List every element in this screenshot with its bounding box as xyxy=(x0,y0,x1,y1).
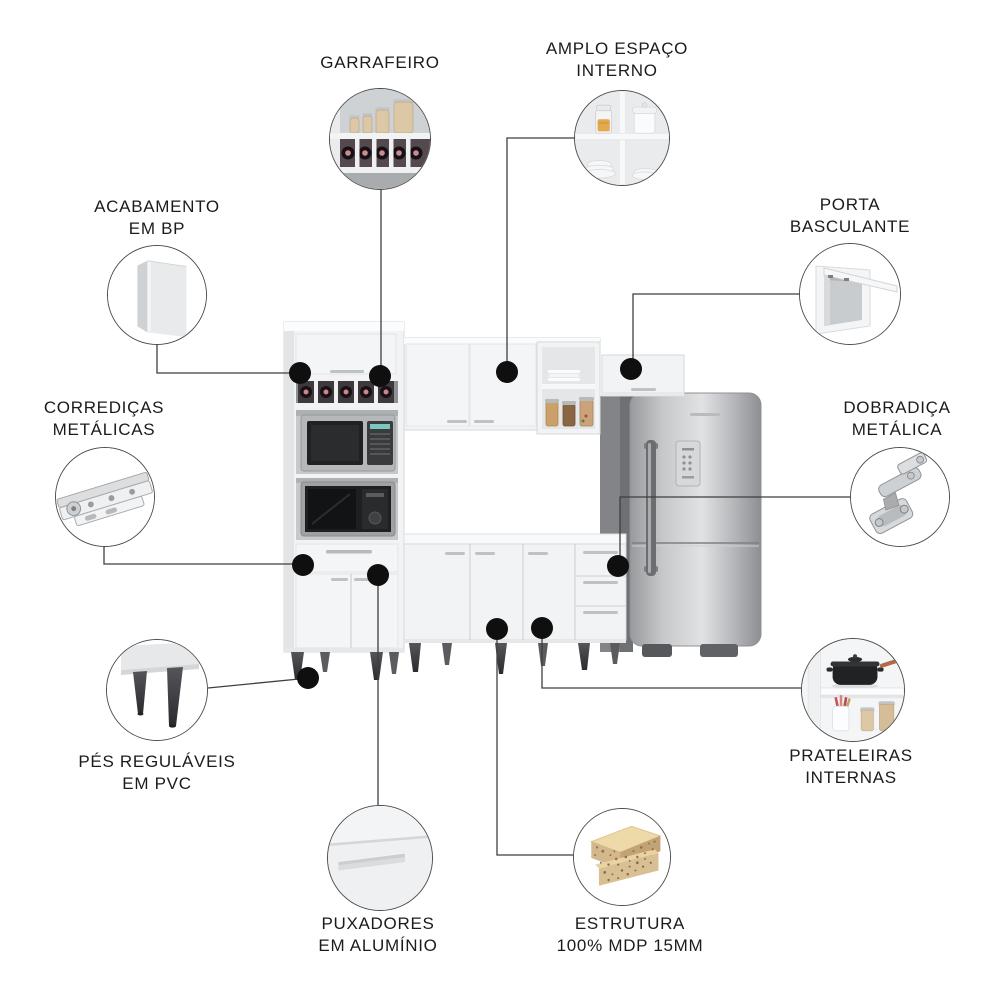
callout-bubble-puxadores xyxy=(327,805,433,911)
callout-bubble-pes xyxy=(106,639,208,741)
cabinet-feet xyxy=(409,643,620,674)
callout-dot xyxy=(367,564,389,586)
connector-amplo xyxy=(506,137,574,363)
base-cabinet xyxy=(403,533,627,674)
flip-door-icon xyxy=(800,244,900,344)
aluminum-handle-icon xyxy=(328,806,432,910)
callout-dot xyxy=(297,667,319,689)
callout-label-dobradica: DOBRADIÇA METÁLICA xyxy=(757,397,1000,441)
callout-dot xyxy=(531,617,553,639)
wall-cabinet xyxy=(403,337,601,435)
mdp-board-icon xyxy=(574,809,670,905)
callout-bubble-dobradica xyxy=(850,447,950,547)
connector-porta xyxy=(632,293,799,360)
label-line: PRATELEIRAS xyxy=(789,746,913,765)
label-line: AMPLO ESPAÇO xyxy=(545,39,689,58)
open-shelf-unit xyxy=(536,341,601,435)
pvc-feet-icon xyxy=(107,640,207,740)
callout-bubble-amplo-espaco xyxy=(574,90,670,186)
callout-bubble-corredicas xyxy=(55,447,155,547)
label-line: BASCULANTE xyxy=(789,217,911,236)
callout-label-amplo-espaco: AMPLO ESPAÇO INTERNO xyxy=(477,38,757,82)
callout-dot xyxy=(620,358,642,380)
open-shelves-icon xyxy=(575,91,669,185)
label-line: METÁLICAS xyxy=(52,420,156,439)
callout-label-garrafeiro: GARRAFEIRO xyxy=(240,52,520,74)
refrigerator xyxy=(629,392,762,657)
callout-dot xyxy=(607,555,629,577)
label-line: EM PVC xyxy=(122,774,192,793)
panel-corner-icon xyxy=(108,246,206,344)
callout-dot xyxy=(369,365,391,387)
callout-label-porta-basculante: PORTA BASCULANTE xyxy=(710,194,990,238)
label-line: 100% MDP 15MM xyxy=(556,936,704,955)
flip-door-cabinet xyxy=(601,354,685,397)
callout-dot xyxy=(496,361,518,383)
label-line: EM ALUMÍNIO xyxy=(318,936,438,955)
label-line: PORTA xyxy=(819,195,881,214)
internal-shelves-icon xyxy=(802,639,904,741)
callout-dot xyxy=(289,362,311,384)
connector-estrutura xyxy=(496,638,573,856)
label-line: GARRAFEIRO xyxy=(320,53,440,72)
callout-label-estrutura: ESTRUTURA 100% MDP 15MM xyxy=(490,913,770,957)
connector-acabamento xyxy=(156,345,292,374)
label-line: PUXADORES xyxy=(321,914,435,933)
label-line: ESTRUTURA xyxy=(574,914,686,933)
oven xyxy=(296,478,398,540)
callout-bubble-estrutura xyxy=(573,808,671,906)
callout-bubble-prateleiras xyxy=(801,638,905,742)
callout-bubble-garrafeiro xyxy=(329,88,431,190)
label-line: EM BP xyxy=(128,219,186,238)
microwave xyxy=(296,410,398,474)
callout-bubble-porta-basculante xyxy=(799,243,901,345)
hinge-icon xyxy=(851,448,949,546)
connector-corredicas xyxy=(103,547,294,565)
label-line: INTERNO xyxy=(576,61,658,80)
callout-label-puxadores: PUXADORES EM ALUMÍNIO xyxy=(238,913,518,957)
label-line: METÁLICA xyxy=(851,420,943,439)
callout-dot xyxy=(486,618,508,640)
label-line: INTERNAS xyxy=(805,768,897,787)
connector-prateleiras xyxy=(541,637,801,689)
label-line: ACABAMENTO xyxy=(94,197,220,216)
label-line: DOBRADIÇA xyxy=(843,398,951,417)
bottle-rack-icon xyxy=(330,89,430,189)
callout-label-acabamento: ACABAMENTO EM BP xyxy=(17,196,297,240)
callout-bubble-acabamento xyxy=(107,245,207,345)
callout-label-pes: PÉS REGULÁVEIS EM PVC xyxy=(17,751,297,795)
callout-dot xyxy=(292,554,314,576)
tower-doors xyxy=(295,573,399,649)
connector-dobradica xyxy=(619,496,850,557)
connector-pes xyxy=(207,678,300,689)
drawer-slide-icon xyxy=(56,448,154,546)
callout-label-corredicas: CORREDIÇAS METÁLICAS xyxy=(0,397,244,441)
label-line: CORREDIÇAS xyxy=(43,398,165,417)
label-line: PÉS REGULÁVEIS xyxy=(78,752,236,771)
callout-label-prateleiras: PRATELEIRAS INTERNAS xyxy=(711,745,991,789)
